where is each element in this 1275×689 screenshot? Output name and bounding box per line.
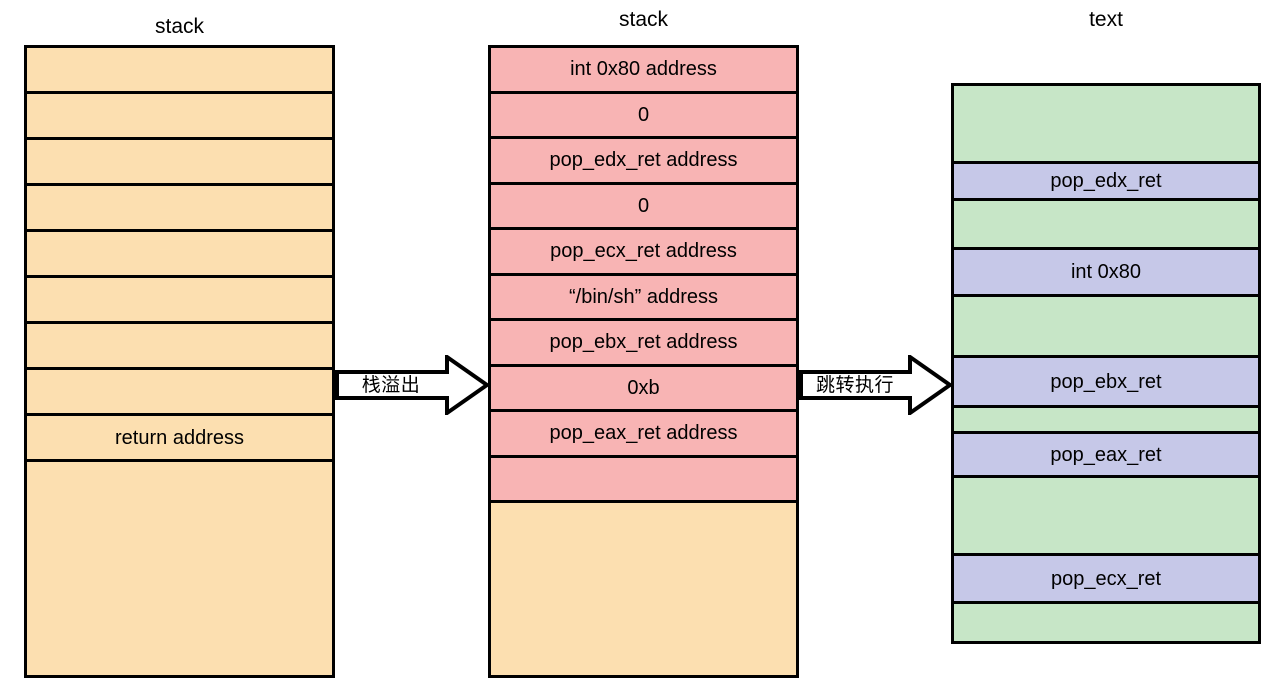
stack-cell xyxy=(27,140,332,186)
middle-column-title: stack xyxy=(618,8,668,31)
right-column-title: text xyxy=(1089,8,1123,31)
text-cell-code xyxy=(954,297,1258,358)
rop-cell-pop-ecx-ret-address: pop_ecx_ret address xyxy=(491,230,796,276)
rop-cell-padding xyxy=(491,457,796,503)
text-cell-code xyxy=(954,478,1258,556)
rop-cell-int80-address: int 0x80 address xyxy=(491,48,796,94)
block-arrow-icon xyxy=(799,355,952,415)
text-cell-code xyxy=(954,408,1258,434)
stack-cell-return-address: return address xyxy=(27,416,332,462)
stack-cell xyxy=(27,370,332,416)
rop-cell-zero-ecx: 0 xyxy=(491,184,796,230)
rop-cell-pop-ebx-ret-address: pop_ebx_ret address xyxy=(491,321,796,367)
text-cell-gadget-pop-eax-ret: pop_eax_ret xyxy=(954,434,1258,478)
stack-cell-free-space xyxy=(27,462,332,675)
arrow-stack-overflow-label: 栈溢出 xyxy=(361,374,421,396)
right-text-column: pop_edx_ret int 0x80 pop_ebx_ret pop_eax… xyxy=(951,83,1261,644)
rop-cell-pop-eax-ret-address: pop_eax_ret address xyxy=(491,412,796,458)
text-cell-gadget-pop-ebx-ret: pop_ebx_ret xyxy=(954,358,1258,408)
arrow-jump-execute-label: 跳转执行 xyxy=(815,374,894,396)
middle-stack-column: int 0x80 address 0 pop_edx_ret address 0… xyxy=(488,45,799,678)
rop-cell-pop-edx-ret-address: pop_edx_ret address xyxy=(491,139,796,185)
left-stack-column: return address xyxy=(24,45,335,678)
rop-cell-binsh-address: “/bin/sh” address xyxy=(491,275,796,321)
text-cell-gadget-int-0x80: int 0x80 xyxy=(954,250,1258,297)
stack-cell xyxy=(27,324,332,370)
rop-cell-eax-value: 0xb xyxy=(491,366,796,412)
text-cell-code xyxy=(954,604,1258,641)
stack-cell-free-space xyxy=(491,503,796,675)
stack-cell xyxy=(27,232,332,278)
stack-cell xyxy=(27,48,332,94)
block-arrow-icon xyxy=(335,355,489,415)
text-cell-code xyxy=(954,201,1258,250)
stack-cell xyxy=(27,278,332,324)
stack-cell xyxy=(27,186,332,232)
stack-cell xyxy=(27,94,332,140)
text-cell-gadget-pop-edx-ret: pop_edx_ret xyxy=(954,164,1258,201)
left-column-title: stack xyxy=(154,15,204,38)
arrow-jump-execute: 跳转执行 xyxy=(799,355,952,415)
arrow-stack-overflow: 栈溢出 xyxy=(335,355,489,415)
rop-cell-zero-edx: 0 xyxy=(491,93,796,139)
text-cell-code xyxy=(954,86,1258,164)
text-cell-gadget-pop-ecx-ret: pop_ecx_ret xyxy=(954,556,1258,604)
